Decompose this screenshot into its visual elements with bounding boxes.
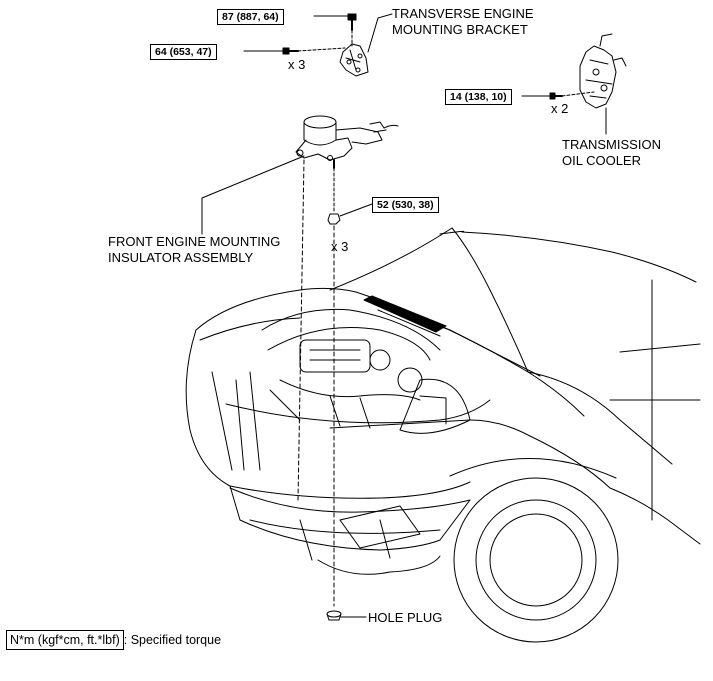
torque-bracket-top: 87 (887, 64) — [217, 9, 284, 25]
insulator-part — [295, 115, 399, 169]
torque-cooler: 14 (138, 10) — [445, 89, 512, 105]
qty-cooler: x 2 — [551, 101, 569, 116]
label-transverse-bracket: TRANSVERSE ENGINE MOUNTING BRACKET — [392, 6, 534, 37]
transverse-bracket-part — [339, 43, 369, 77]
bracket-side-axis — [297, 47, 346, 52]
leader-bracket-label — [367, 13, 393, 53]
label-transmission-cooler: TRANSMISSION OIL COOLER — [562, 137, 661, 168]
cooler-bolt-axis — [561, 91, 595, 97]
legend-description: : Specified torque — [123, 633, 222, 647]
label-hole-plug: HOLE PLUG — [368, 610, 443, 625]
torque-insulator: 52 (530, 38) — [372, 197, 439, 213]
leader-insulator-torque — [339, 203, 373, 217]
transmission-cooler-part — [579, 33, 627, 109]
legend-unit: N*m (kgf*cm, ft.*lbf) — [6, 630, 124, 650]
torque-bracket-side: 64 (653, 47) — [150, 44, 217, 60]
insulator-axis — [297, 159, 305, 501]
qty-insulator: x 3 — [331, 239, 349, 254]
torque-legend: N*m (kgf*cm, ft.*lbf): Specified torque — [6, 630, 221, 650]
bracket-side-bolt — [282, 47, 299, 55]
insulator-nut — [327, 213, 341, 225]
qty-bracket-side: x 3 — [288, 57, 306, 72]
leader-insulator-label — [201, 155, 305, 235]
hole-plug-part — [326, 610, 342, 621]
cooler-bolt — [549, 92, 563, 100]
label-front-insulator: FRONT ENGINE MOUNTING INSULATOR ASSEMBLY — [108, 234, 281, 265]
vehicle-body — [185, 227, 701, 643]
bracket-top-bolt — [347, 13, 357, 31]
